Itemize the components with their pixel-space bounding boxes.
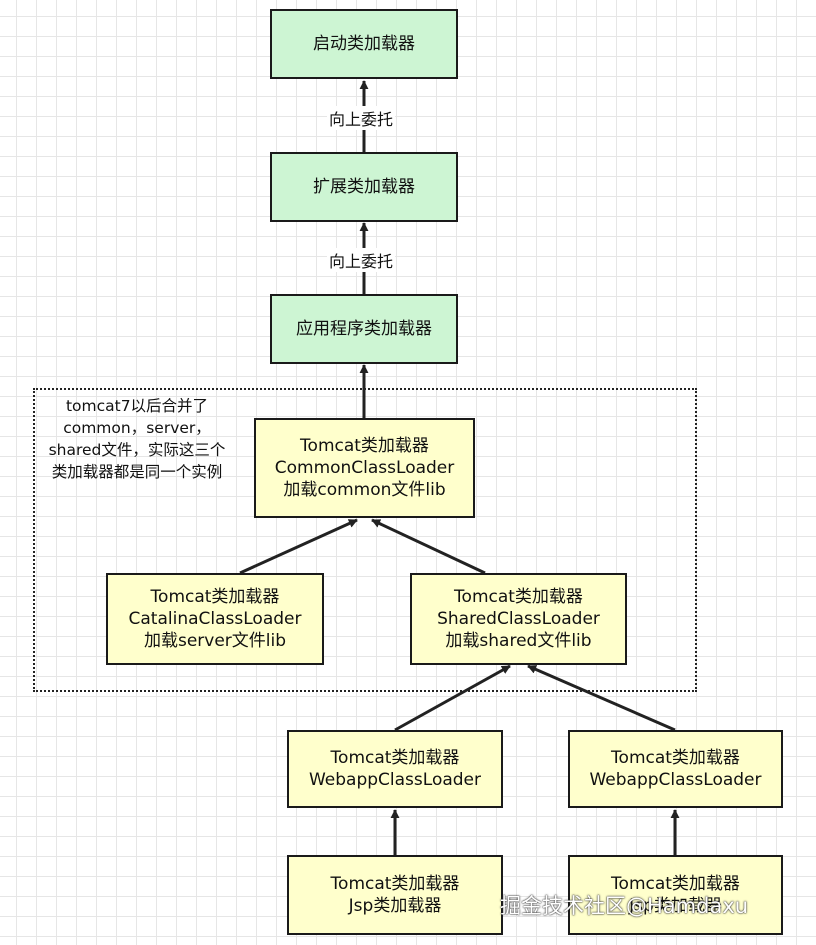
merge-note-line: tomcat7以后合并了 <box>65 397 209 415</box>
node-webapp-loader-1: Tomcat类加载器 WebappClassLoader <box>287 730 503 808</box>
edge-webapp2-to-shared <box>527 664 676 732</box>
node-label: Tomcat类加载器 <box>611 874 740 894</box>
node-label: Tomcat类加载器 <box>611 748 740 768</box>
edge-label-delegate-up-2: 向上委托 <box>327 248 396 272</box>
node-label: 加载shared文件lib <box>445 631 592 651</box>
node-label: WebappClassLoader <box>589 770 762 790</box>
node-webapp-loader-2: Tomcat类加载器 WebappClassLoader <box>568 730 783 808</box>
node-label: Tomcat类加载器 <box>330 874 460 894</box>
node-label: WebappClassLoader <box>308 770 482 790</box>
node-label: 扩展类加载器 <box>313 177 415 197</box>
node-extension-loader: 扩展类加载器 <box>270 152 458 222</box>
node-label: 启动类加载器 <box>313 34 415 54</box>
merge-note-line: 类加载器都是同一个实例 <box>51 463 223 481</box>
watermark: 掘金技术社区@Hamdaxu <box>500 894 749 918</box>
edge-label-delegate-up-1: 向上委托 <box>327 106 396 130</box>
merge-note-line: shared文件，实际这三个 <box>48 441 226 459</box>
node-bootstrap-loader: 启动类加载器 <box>270 9 458 79</box>
node-label: Tomcat类加载器 <box>150 587 280 607</box>
node-label: Tomcat类加载器 <box>454 587 583 607</box>
edge-catalina-to-common <box>239 518 358 575</box>
node-jsp-loader-1: Tomcat类加载器 Jsp类加载器 <box>287 855 503 935</box>
node-label: CommonClassLoader <box>274 458 455 478</box>
edge-webapp1-to-shared <box>394 664 511 732</box>
edge-shared-to-common <box>371 518 486 575</box>
node-label: Jsp类加载器 <box>629 896 722 916</box>
node-label: Tomcat类加载器 <box>330 748 460 768</box>
node-label: 加载server文件lib <box>143 631 287 651</box>
node-label: 加载common文件lib <box>283 480 446 500</box>
node-label: 应用程序类加载器 <box>296 319 432 339</box>
merge-note-line: common，server， <box>63 419 211 437</box>
merge-note: tomcat7以后合并了 common，server， shared文件，实际这… <box>32 395 242 483</box>
node-label: Tomcat类加载器 <box>300 436 429 456</box>
node-catalina-loader: Tomcat类加载器 CatalinaClassLoader 加载server文… <box>106 573 324 665</box>
merged-loaders-group <box>33 388 697 692</box>
node-application-loader: 应用程序类加载器 <box>270 294 458 364</box>
node-label: Jsp类加载器 <box>348 896 442 916</box>
node-label: SharedClassLoader <box>437 609 600 629</box>
node-common-loader: Tomcat类加载器 CommonClassLoader 加载common文件l… <box>254 418 475 518</box>
node-label: CatalinaClassLoader <box>128 609 302 629</box>
node-jsp-loader-2: Tomcat类加载器 Jsp类加载器 <box>568 855 783 935</box>
node-shared-loader: Tomcat类加载器 SharedClassLoader 加载shared文件l… <box>410 573 627 665</box>
